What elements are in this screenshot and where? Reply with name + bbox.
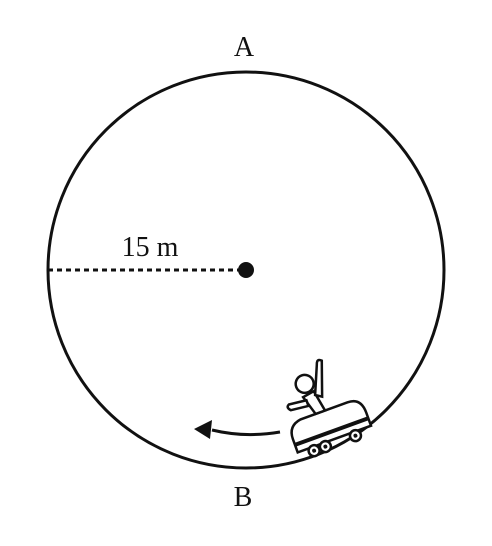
point-b-label: B: [234, 482, 253, 513]
rider-arm-raised: [313, 358, 324, 399]
roller-coaster-rider-icon: [286, 358, 373, 458]
center-point: [238, 262, 254, 278]
rider-torso: [301, 389, 327, 416]
curved-arrow-left-icon: [194, 420, 281, 439]
radius-label: 15 m: [122, 232, 179, 263]
rider-arm-side: [286, 398, 311, 412]
point-a-label: A: [234, 32, 255, 63]
rider-head: [294, 373, 315, 395]
